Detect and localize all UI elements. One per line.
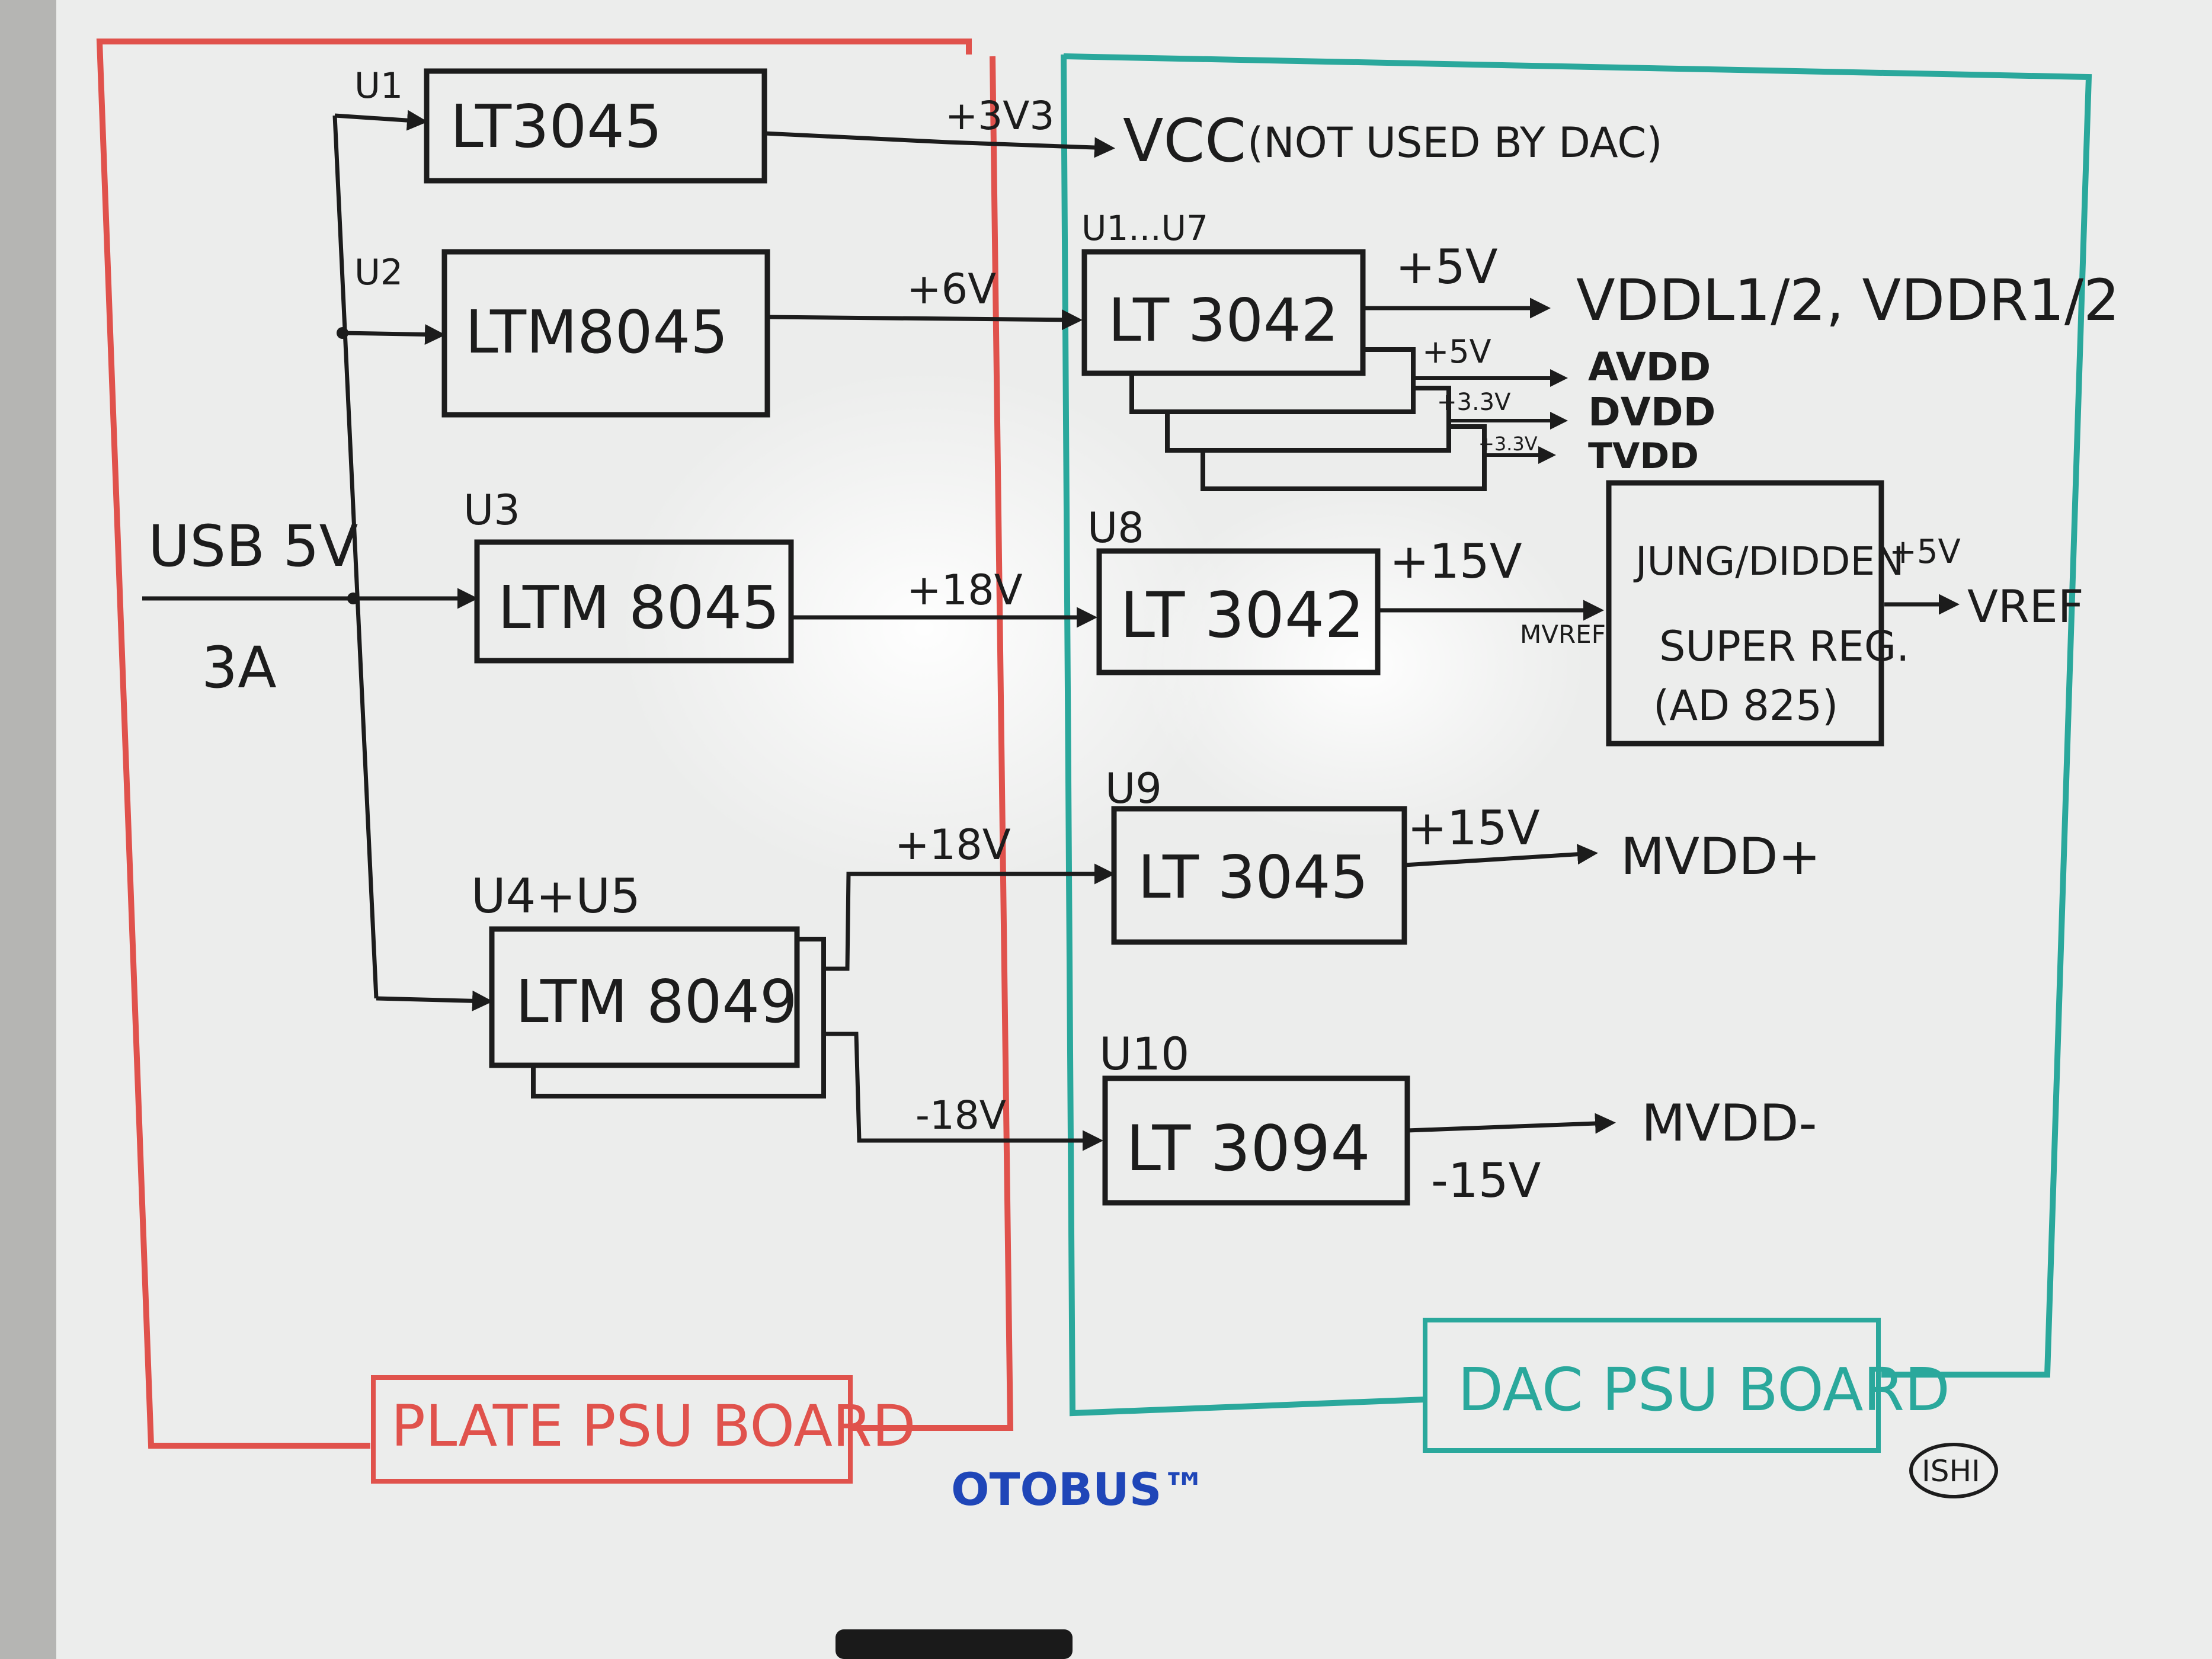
u45-id: U4+U5 — [471, 869, 641, 924]
glare-2 — [1138, 486, 1588, 841]
u8-id: U8 — [1087, 504, 1144, 552]
signature-ring — [1909, 1443, 1998, 1498]
rail-15v-a: +15V — [1390, 534, 1522, 589]
rail-18v-a: +18V — [907, 566, 1023, 614]
u17-id: U1...U7 — [1081, 208, 1208, 248]
u10-id: U10 — [1099, 1027, 1189, 1080]
marker-tray — [835, 1629, 1073, 1659]
signature: ISHI — [1922, 1454, 1980, 1488]
u17-block — [1081, 249, 1366, 376]
u2-part: LTM8045 — [465, 297, 728, 367]
u9-id: U9 — [1105, 764, 1162, 813]
u10-block — [1102, 1075, 1410, 1206]
u3-id: U3 — [463, 486, 520, 534]
jung-line2: SUPER REG. — [1659, 622, 1909, 671]
rail-5v-c: +5V — [1889, 533, 1961, 571]
u45-part: LTM 8049 — [516, 967, 798, 1036]
input-current: 3A — [201, 635, 277, 701]
u8-part: LT 3042 — [1120, 579, 1365, 652]
u17-part: LT 3042 — [1108, 286, 1339, 355]
plate-board-label: PLATE PSU BOARD — [391, 1393, 916, 1459]
rail-18v-b: +18V — [895, 821, 1011, 869]
rail-33v-a: +3.3V — [1437, 389, 1511, 416]
jung-line1: JUNG/DIDDEN — [1633, 539, 1904, 584]
wire-mvdd-neg — [1407, 1113, 1616, 1134]
rail-6v: +6V — [907, 265, 996, 313]
vcc-note: (NOT USED BY DAC) — [1247, 118, 1663, 167]
brand-mark: OTOBUS™ — [951, 1463, 1206, 1516]
glare — [616, 367, 1233, 889]
junction-u3 — [347, 592, 359, 604]
wire-3v3 — [764, 131, 1115, 158]
dvdd-output: DVDD — [1588, 389, 1715, 435]
rail-5v-a: +5V — [1395, 239, 1498, 294]
frame-edge — [0, 0, 56, 1659]
u1-block — [424, 68, 767, 184]
mvdd-pos-output: MVDD+ — [1621, 827, 1821, 886]
rail-15v-b: +15V — [1407, 800, 1540, 856]
wire-6v — [767, 309, 1083, 331]
u10-part: LT 3094 — [1126, 1112, 1371, 1185]
rail-neg15v: -15V — [1431, 1153, 1541, 1208]
u2-id: U2 — [354, 252, 403, 293]
u45-block — [489, 926, 800, 1068]
plate-board-outline — [96, 39, 1014, 1449]
wire-18v-b — [824, 863, 1115, 971]
mvdd-neg-output: MVDD- — [1641, 1094, 1817, 1153]
junction-u2 — [337, 327, 348, 339]
wire-neg18v — [824, 1032, 1103, 1151]
rail-5v-b: +5V — [1422, 333, 1491, 370]
tvdd-output: TVDD — [1588, 435, 1699, 477]
vcc-output: VCC — [1123, 106, 1246, 175]
u1-part: LT3045 — [450, 92, 662, 161]
dist-bus — [332, 115, 379, 999]
u9-part: LT 3045 — [1138, 843, 1368, 912]
u2-block — [441, 249, 770, 418]
feed-u45 — [376, 990, 493, 1011]
rail-neg18v: -18V — [915, 1093, 1006, 1138]
dac-board-label: DAC PSU BOARD — [1458, 1355, 1950, 1424]
rail-33v-b: +3.3V — [1478, 433, 1538, 455]
feed-u2 — [342, 324, 446, 345]
vref-output: VREF — [1967, 580, 2084, 633]
feed-u1 — [334, 110, 428, 131]
input-label: USB 5V — [148, 513, 358, 579]
rail-mvref: MVREF — [1520, 620, 1606, 649]
wire-mvdd-pos — [1404, 844, 1598, 867]
dac-board-outline — [1061, 53, 2092, 1417]
jung-line3: (AD 825) — [1653, 681, 1838, 730]
rail-3v3: +3V3 — [945, 93, 1054, 139]
plate-board-label-box — [371, 1375, 853, 1484]
dac-board-label-box — [1423, 1318, 1881, 1453]
u3-part: LTM 8045 — [498, 573, 780, 642]
avdd-output: AVDD — [1588, 344, 1711, 390]
u3-block — [474, 539, 794, 664]
jung-block — [1606, 480, 1884, 747]
u1-id: U1 — [354, 65, 403, 107]
u9-block — [1111, 806, 1407, 945]
vdd-output: VDDL1/2, VDDR1/2 — [1576, 267, 2120, 334]
